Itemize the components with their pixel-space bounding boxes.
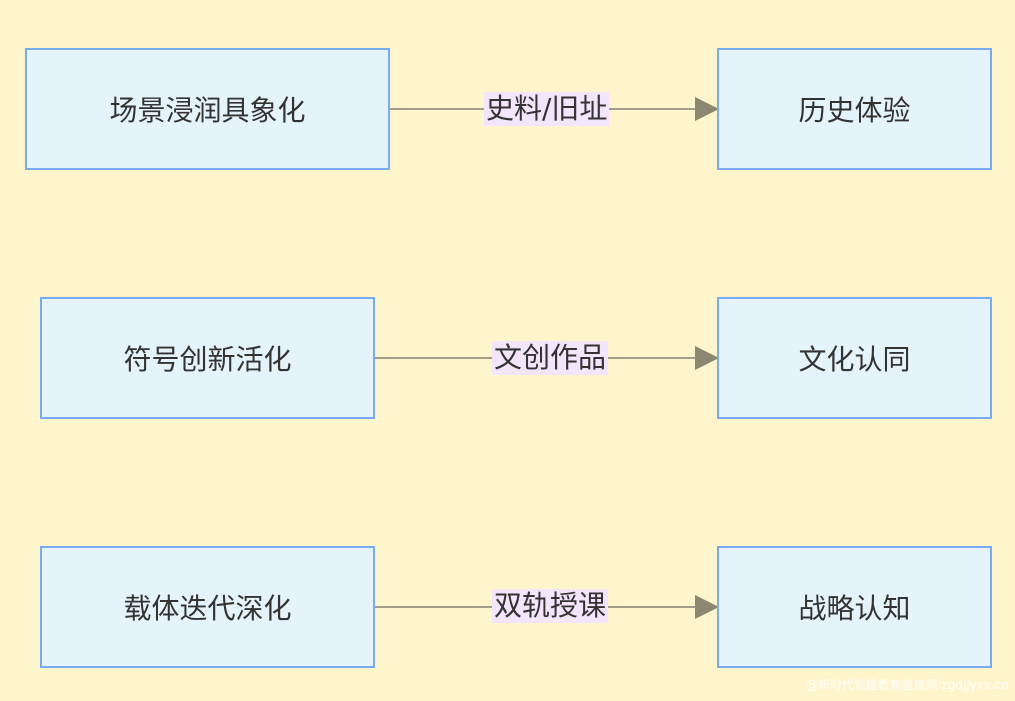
target-node-2[interactable]: 文化认同 bbox=[717, 297, 992, 419]
source-node-3[interactable]: 载体迭代深化 bbox=[40, 546, 375, 668]
edge-label-1: 史料/旧址 bbox=[484, 92, 610, 126]
target-node-3[interactable]: 战略认知 bbox=[717, 546, 992, 668]
source-node-1[interactable]: 场景浸润具象化 bbox=[25, 48, 390, 170]
watermark: @新时代党建教育信息网 zgdjjyxx.cn bbox=[805, 678, 1009, 692]
edge-label-2: 文创作品 bbox=[492, 341, 609, 375]
source-node-2[interactable]: 符号创新活化 bbox=[40, 297, 375, 419]
target-node-1[interactable]: 历史体验 bbox=[717, 48, 992, 170]
edge-label-3: 双轨授课 bbox=[492, 589, 609, 623]
